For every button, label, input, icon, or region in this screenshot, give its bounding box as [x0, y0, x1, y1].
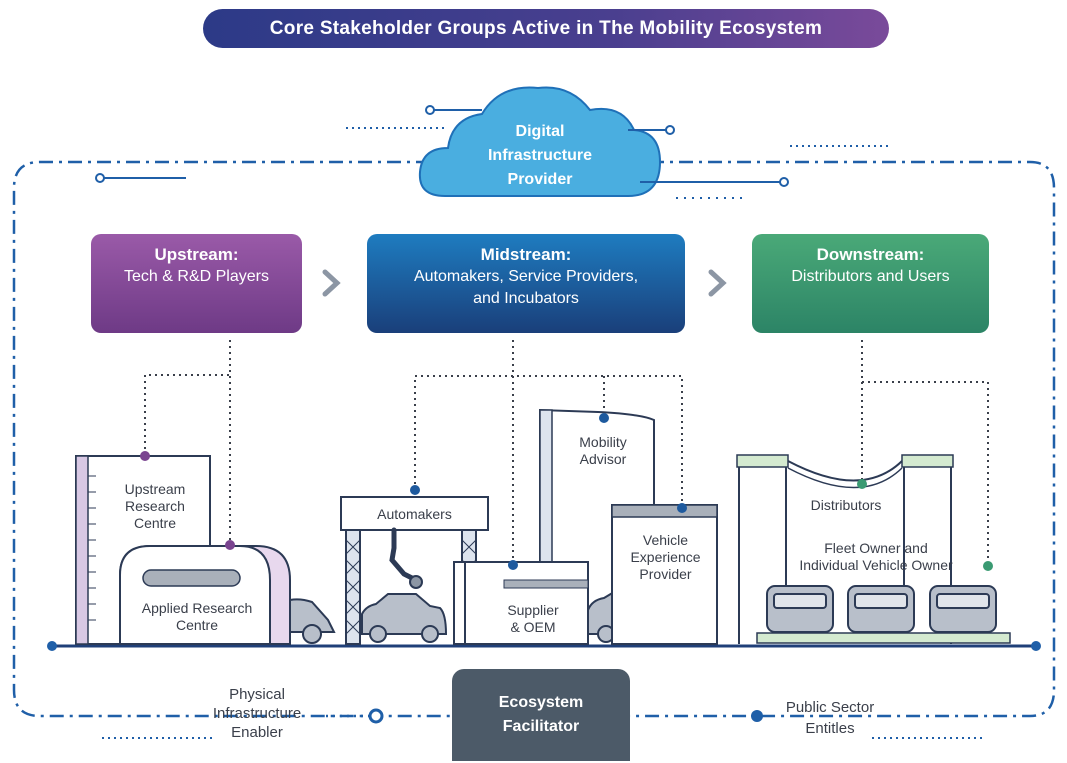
connector-dot [677, 503, 687, 513]
chevron-right-icon [322, 269, 341, 297]
ecosystem-boundary [12, 160, 452, 718]
robot-arm-icon [389, 527, 419, 583]
cloud-node [779, 177, 789, 187]
ground-node [1031, 641, 1041, 651]
cloud-label: Digital Infrastructure Provider [487, 123, 593, 188]
midstream-box: Midstream: Automakers, Service Providers… [367, 234, 685, 333]
supplier-building [453, 561, 589, 645]
supplier-label: Supplier & OEM [507, 602, 559, 635]
applied-research-label: Applied Research Centre [141, 600, 253, 633]
vehicle-experience-building [611, 504, 718, 645]
automakers-label: Automakers [377, 506, 452, 522]
distributor-arch [787, 460, 903, 482]
connector-dot [857, 479, 867, 489]
cloud-node [665, 125, 675, 135]
fleet-owner-label: Fleet Owner and Individual Vehicle Owner [799, 540, 953, 573]
fleet-cars [766, 585, 997, 633]
connector-dot [983, 561, 993, 571]
connector-dot [508, 560, 518, 570]
car-icon [361, 593, 448, 635]
diagram-title: Core Stakeholder Groups Active in The Mo… [203, 9, 889, 48]
distributor-pillar [901, 454, 954, 468]
fleet-platform [756, 632, 1011, 644]
downstream-box: Downstream: Distributors and Users [752, 234, 989, 333]
upstream-research-label: Upstream Research Centre [124, 481, 186, 531]
connector-dot [410, 485, 420, 495]
connector-dot [225, 540, 235, 550]
cloud-shape [418, 86, 662, 197]
public-sector-label: Public Sector Entitles [785, 699, 875, 737]
connector-dot [140, 451, 150, 461]
connector-dot [599, 413, 609, 423]
cloud-node [425, 105, 435, 115]
bottom-node [368, 708, 384, 724]
bottom-node [751, 710, 763, 722]
chevron-right-icon [708, 269, 727, 297]
ecosystem-boundary-right [630, 160, 1056, 718]
distributor-pillar [736, 454, 789, 468]
mobility-advisor-label: Mobility Advisor [579, 434, 627, 467]
automakers-sign [340, 496, 489, 531]
cloud-node [95, 173, 105, 183]
distributors-label: Distributors [810, 497, 882, 513]
upstream-box: Upstream: Tech & R&D Players [91, 234, 302, 333]
ground-node [47, 641, 57, 651]
physical-infrastructure-label: Physical Infrastructure Enabler [212, 686, 302, 741]
ecosystem-facilitator-box: Ecosystem Facilitator [452, 669, 630, 761]
vehicle-experience-label: Vehicle Experience Provider [630, 532, 701, 582]
car-icon [289, 598, 336, 633]
